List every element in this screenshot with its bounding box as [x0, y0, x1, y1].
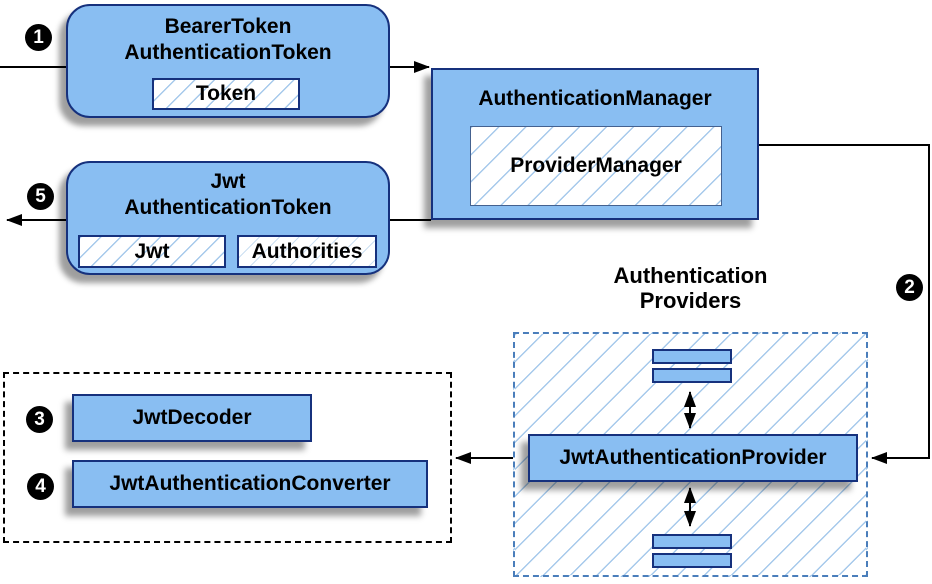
step-badge-5: 5 — [27, 183, 54, 210]
bearer-token-title-line1: BearerToken — [164, 15, 292, 38]
jwt-authentication-converter-node: JwtAuthenticationConverter — [72, 460, 428, 508]
step-badge-4: 4 — [27, 473, 54, 500]
provider-manager-inner-box: ProviderManager — [470, 126, 722, 206]
jwt-decoder-label: JwtDecoder — [132, 406, 252, 429]
step-badge-2: 2 — [896, 274, 923, 301]
step-badge-1: 1 — [25, 24, 52, 51]
jwt-authentication-provider-node: JwtAuthenticationProvider — [528, 434, 858, 482]
authentication-providers-title: Authentication Providers — [513, 263, 868, 313]
jwt-converters-container — [3, 372, 452, 543]
token-inner-box: Token — [152, 78, 300, 110]
jwt-inner-box: Jwt — [78, 235, 226, 268]
authentication-manager-node: AuthenticationManager ProviderManager — [431, 68, 759, 220]
token-label: Token — [195, 82, 257, 105]
jwt-token-title-line1: Jwt — [210, 170, 246, 193]
step-badge-3: 3 — [26, 406, 53, 433]
authorities-label: Authorities — [251, 239, 363, 263]
providers-title-line2: Providers — [639, 288, 742, 313]
provider-placeholder-bar — [652, 553, 732, 568]
bearer-token-node-title: BearerToken AuthenticationToken — [68, 6, 388, 66]
provider-manager-label: ProviderManager — [510, 154, 682, 177]
provider-placeholder-bar — [652, 534, 732, 549]
providers-title-line1: Authentication — [613, 263, 768, 288]
jwt-authentication-converter-label: JwtAuthenticationConverter — [109, 472, 391, 495]
jwt-label: Jwt — [134, 239, 170, 263]
jwt-token-title-line2: AuthenticationToken — [124, 196, 332, 219]
jwt-authentication-token-node: Jwt AuthenticationToken Jwt Authorities — [66, 161, 390, 275]
authentication-manager-title: AuthenticationManager — [478, 87, 712, 110]
bearer-token-title-line2: AuthenticationToken — [124, 41, 332, 64]
jwt-authentication-provider-label: JwtAuthenticationProvider — [559, 446, 827, 469]
provider-placeholder-bar — [652, 349, 732, 364]
authorities-inner-box: Authorities — [237, 235, 377, 268]
jwt-decoder-node: JwtDecoder — [72, 394, 312, 442]
provider-placeholder-bar — [652, 368, 732, 383]
jwt-token-node-title: Jwt AuthenticationToken — [68, 163, 388, 221]
bearer-token-authentication-token-node: BearerToken AuthenticationToken Token — [66, 4, 390, 118]
